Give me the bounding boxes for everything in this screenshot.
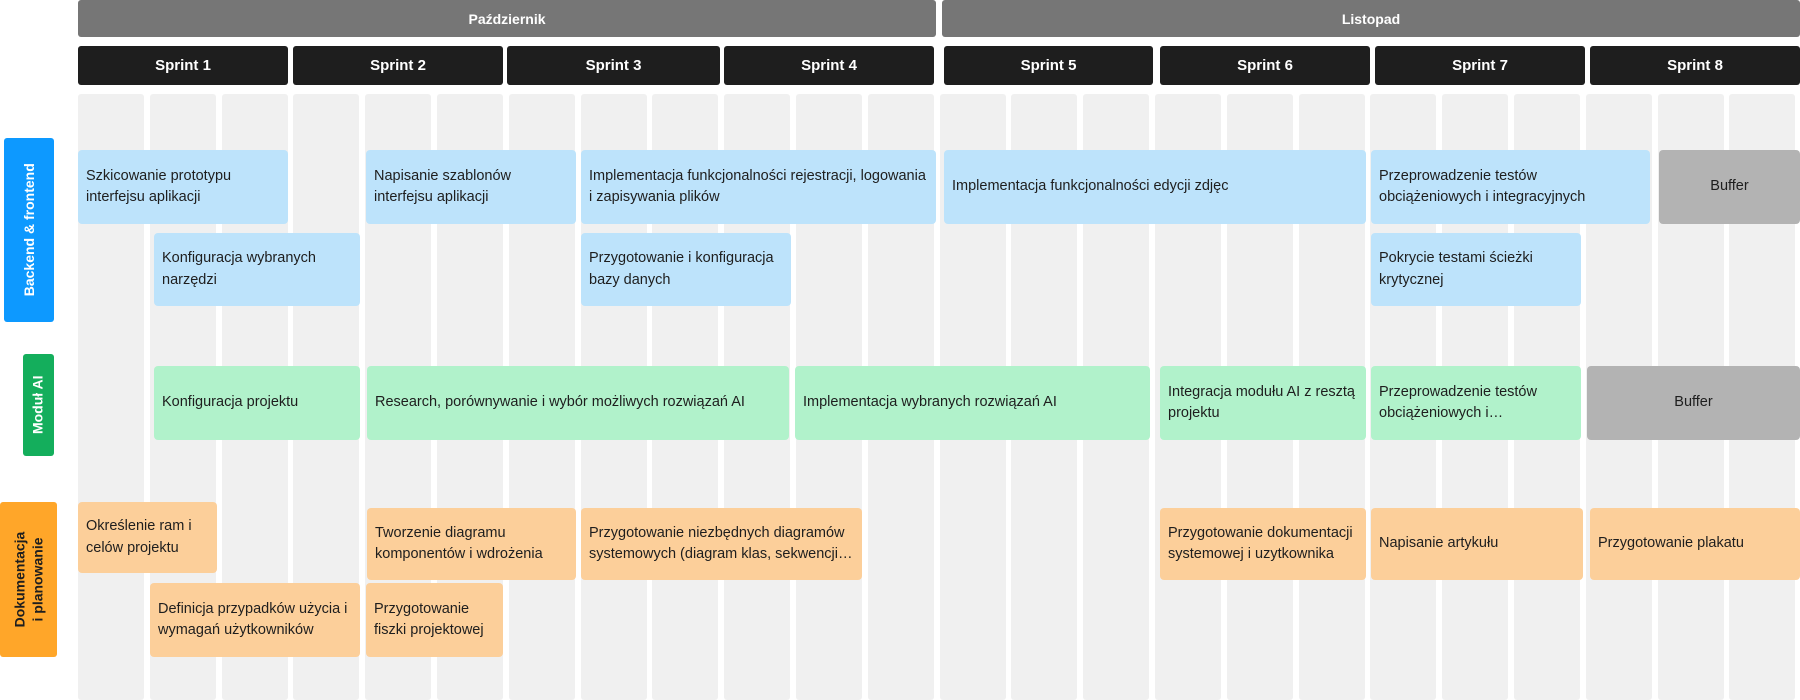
lane-label-ai-module: Moduł AI (23, 354, 54, 456)
task-card[interactable]: Implementacja funkcjonalności edycji zdj… (944, 150, 1366, 224)
task-card[interactable]: Określenie ram i celów projektu (78, 502, 217, 573)
task-card[interactable]: Pokrycie testami ścieżki krytycznej (1371, 233, 1581, 306)
task-card[interactable]: Przygotowanie i konfiguracja bazy danych (581, 233, 791, 306)
task-card[interactable]: Definicja przypadków użycia i wymagań uż… (150, 583, 360, 657)
month-header-november: Listopad (942, 0, 1800, 37)
task-card[interactable]: Implementacja wybranych rozwiązań AI (795, 366, 1150, 440)
task-card[interactable]: Szkicowanie prototypu interfejsu aplikac… (78, 150, 288, 224)
sprint-header-6: Sprint 6 (1160, 46, 1370, 85)
sprint-header-5: Sprint 5 (944, 46, 1153, 85)
task-card[interactable]: Przeprowadzenie testów obciążeniowych i … (1371, 366, 1581, 440)
lane-label-text: Moduł AI (29, 375, 46, 435)
sprint-header-8: Sprint 8 (1590, 46, 1800, 85)
task-card[interactable]: Przygotowanie plakatu (1590, 508, 1800, 580)
lane-label-text: Dokumentacja i planowanie (11, 531, 45, 628)
task-card[interactable]: Przeprowadzenie testów obciążeniowych i … (1371, 150, 1650, 224)
task-card[interactable]: Napisanie szablonów interfejsu aplikacji (366, 150, 576, 224)
task-card[interactable]: Konfiguracja wybranych narzędzi (154, 233, 360, 306)
sprint-header-7: Sprint 7 (1375, 46, 1585, 85)
month-header-october: Październik (78, 0, 936, 37)
task-card[interactable]: Napisanie artykułu (1371, 508, 1583, 580)
lane-label-documentation-planning: Dokumentacja i planowanie (0, 502, 57, 657)
task-card[interactable]: Tworzenie diagramu komponentów i wdrożen… (367, 508, 576, 580)
task-card[interactable]: Przygotowanie fiszki projektowej (366, 583, 503, 657)
buffer-card[interactable]: Buffer (1587, 366, 1800, 440)
task-card[interactable]: Research, porównywanie i wybór możliwych… (367, 366, 789, 440)
sprint-header-4: Sprint 4 (724, 46, 934, 85)
task-card[interactable]: Konfiguracja projektu (154, 366, 360, 440)
task-card[interactable]: Integracja modułu AI z resztą projektu (1160, 366, 1366, 440)
sprint-header-2: Sprint 2 (293, 46, 503, 85)
task-card[interactable]: Implementacja funkcjonalności rejestracj… (581, 150, 936, 224)
lane-label-text: Backend & frontend (20, 163, 37, 297)
sprint-header-1: Sprint 1 (78, 46, 288, 85)
sprint-header-3: Sprint 3 (507, 46, 720, 85)
task-card[interactable]: Przygotowanie dokumentacji systemowej i … (1160, 508, 1366, 580)
buffer-card[interactable]: Buffer (1659, 150, 1800, 224)
lane-label-backend-frontend: Backend & frontend (4, 138, 54, 322)
task-card[interactable]: Przygotowanie niezbędnych diagramów syst… (581, 508, 862, 580)
